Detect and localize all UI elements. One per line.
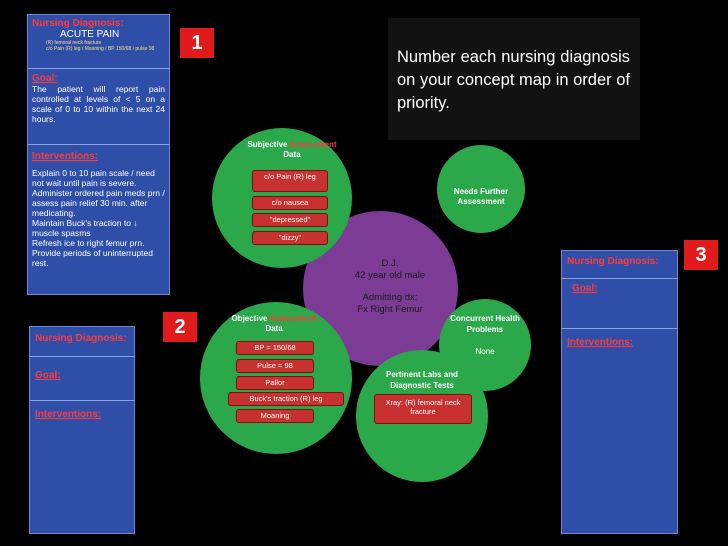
- labs-item: Xray: (R) femoral neck fracture: [374, 394, 472, 424]
- objective-title: Objective Assessment Data: [216, 314, 332, 334]
- panel1-intervention-item: Explain 0 to 10 pain scale / need not wa…: [32, 168, 155, 188]
- concurrent-value: None: [475, 347, 495, 356]
- objective-title-b: Assessment: [269, 314, 317, 323]
- objective-item: Pulse = 98: [236, 359, 314, 373]
- panel1-goal-section: Goal: The patient will report pain contr…: [28, 69, 169, 145]
- panel2-goal-label: Goal:: [35, 370, 61, 381]
- diagnosis-panel-2: Nursing Diagnosis: Goal: Interventions:: [29, 326, 135, 534]
- concurrent-circle: [439, 299, 531, 391]
- panel2-title: Nursing Diagnosis:: [35, 333, 127, 344]
- panel3-interventions-label: Interventions:: [567, 337, 634, 348]
- subjective-item: "depressed": [252, 213, 328, 227]
- panel1-title: Nursing Diagnosis:: [32, 18, 124, 29]
- admitting-label: Admitting dx:: [362, 292, 418, 303]
- priority-badge-3: 3: [684, 240, 718, 270]
- panel3-goal-label: Goal:: [572, 283, 598, 294]
- objective-item: Pallor: [236, 376, 314, 390]
- diagnosis-panel-1: Nursing Diagnosis: ACUTE PAIN (R) femora…: [27, 14, 170, 295]
- panel1-goal-text: The patient will report pain controlled …: [32, 84, 165, 124]
- subjective-title: Subjective Assessment Data: [232, 140, 352, 160]
- panel1-aeb-line: c/o Pain (R) leg / Moaning / BP 150/68 /…: [46, 46, 155, 52]
- subjective-item: "dizzy": [252, 231, 328, 245]
- panel1-intervention-item: Maintain Buck's traction to ↓ muscle spa…: [32, 218, 138, 238]
- objective-title-a: Objective: [231, 314, 268, 323]
- panel1-goal-label: Goal:: [32, 73, 58, 84]
- panel3-title: Nursing Diagnosis:: [567, 256, 659, 267]
- labs-title: Pertinent Labs and Diagnostic Tests: [385, 370, 458, 390]
- panel1-header: Nursing Diagnosis: ACUTE PAIN (R) femora…: [28, 15, 169, 69]
- panel2-interventions-label: Interventions:: [35, 409, 102, 420]
- panel1-interventions-label: Interventions:: [32, 151, 99, 162]
- objective-item: BP = 150/68: [236, 341, 314, 355]
- subjective-title-c: Data: [283, 150, 301, 159]
- concurrent-title: Concurrent Health Problems: [450, 314, 520, 334]
- objective-title-c: Data: [265, 324, 283, 333]
- patient-info: D.J. 42 year old male Admitting dx: Fx R…: [330, 258, 450, 316]
- further-assessment-title: Needs Further Assessment: [453, 187, 509, 206]
- patient-age: 42 year old male: [354, 270, 426, 281]
- subjective-title-b: Assessment: [289, 140, 337, 149]
- objective-item: Moaning: [236, 409, 314, 423]
- admitting-dx: Fx Right Femur: [357, 304, 423, 315]
- panel1-interventions-section: Interventions: Explain 0 to 10 pain scal…: [28, 147, 169, 272]
- subjective-item: c/o nausea: [252, 196, 328, 210]
- panel1-intervention-item: Administer ordered pain meds prn / asses…: [32, 188, 165, 218]
- diagnosis-panel-3: Nursing Diagnosis: Goal: Interventions:: [561, 250, 678, 534]
- subjective-item: c/o Pain (R) leg: [252, 170, 328, 192]
- panel1-subtitle: ACUTE PAIN: [60, 29, 120, 40]
- subjective-title-a: Subjective: [247, 140, 288, 149]
- priority-badge-1: 1: [180, 28, 214, 58]
- priority-badge-2: 2: [163, 312, 197, 342]
- panel1-intervention-item: Refresh ice to right femur prn.: [32, 238, 145, 248]
- panel1-rt-line: (R) femoral neck fracture: [46, 40, 102, 46]
- panel1-intervention-item: Provide periods of uninterrupted rest.: [32, 248, 153, 268]
- objective-item: Buck's traction (R) leg: [228, 392, 344, 406]
- instruction-text: Number each nursing diagnosis on your co…: [397, 48, 630, 112]
- further-assessment-circle: [437, 145, 525, 233]
- instruction-box: Number each nursing diagnosis on your co…: [388, 18, 640, 140]
- patient-name: D.J.: [381, 258, 399, 269]
